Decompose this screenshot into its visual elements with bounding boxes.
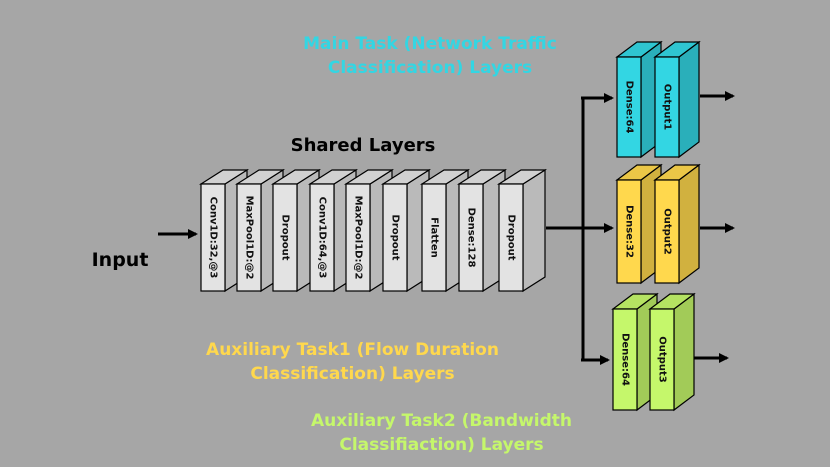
shared-layer-8-front-face [458,183,484,292]
connectors [158,91,735,365]
head-2-layer-2-side-face [678,163,700,285]
shared-layers-title: Shared Layers [290,135,436,156]
shared-layer-6-front-face [382,183,408,292]
shared-layer-9-side-face [522,168,546,293]
head-2-layer-1-front-face [616,179,642,284]
aux-task2-caption-line2: Classifiaction) Layers [339,435,544,455]
head-1-layer-1-label: Dense:64 [624,81,635,134]
shared-layer-2-label: MaxPool1D:@2 [244,196,255,280]
shared-layer-4-label: Conv1D:64,@3 [317,197,328,279]
head-2-layer-2: Output2 [653,163,701,285]
shared-layer-7-label: Flatten [429,217,440,257]
aux-task2-caption: Auxiliary Task2 (Bandwidth Classifiactio… [284,409,599,457]
head-3-layer-1-front-face [612,308,638,411]
head-1-layer-2: Output1 [653,40,701,159]
main-task-caption-line1: Main Task (Network Traffic [303,34,557,54]
head-3-layer-2-side-face [673,292,695,412]
aux-task1-caption-line2: Classification) Layers [250,364,455,384]
input-label: Input [91,249,149,271]
shared-layer-8-label: Dense:128 [466,208,477,268]
head-2-layer-2-front-face [654,179,680,284]
head-3-layer-1: Dense:64 [611,292,659,412]
head-2-layer-2-label: Output2 [662,208,673,254]
shared-layer-3-front-face [272,183,298,292]
aux-task1-caption: Auxiliary Task1 (Flow Duration Classific… [180,338,525,386]
shared-layer-6-label: Dropout [390,214,401,260]
head-1-layer-2-front-face [654,56,680,158]
aux-task1-caption-line1: Auxiliary Task1 (Flow Duration [206,340,499,360]
shared-layer-1-label: Conv1D:32,@3 [208,197,219,279]
shared-layer-4-front-face [309,183,335,292]
shared-layer-2-front-face [236,183,262,292]
shared-layer-8: Dense:128 [456,168,508,293]
shared-layer-9-front-face [498,183,524,292]
head-3-layer-2: Output3 [648,292,696,412]
head-1-layer-2-label: Output1 [662,84,673,130]
shared-layer-7-front-face [421,183,447,292]
head-3-layer-1-label: Dense:64 [620,333,631,386]
head-1-layer-2-side-face [678,40,700,159]
main-task-caption: Main Task (Network Traffic Classificatio… [260,32,600,80]
head-2-layer-1-label: Dense:32 [624,205,635,258]
shared-layers: Conv1D:32,@3 MaxPool1D:@2 Dropout Conv1D:64… [198,168,548,293]
shared-layer-3: Dropout [270,168,322,293]
main-task-caption-line2: Classification) Layers [327,58,533,78]
shared-layer-1-front-face [200,183,226,292]
head-3-layer-2-front-face [649,308,675,411]
head-3-layer-2-label: Output3 [657,336,668,382]
shared-layer-5-label: MaxPool1D:@2 [353,196,364,280]
shared-layer-9-label: Dropout [506,214,517,260]
aux-task2-caption-line1: Auxiliary Task2 (Bandwidth [310,411,572,431]
shared-layer-5-front-face [345,183,371,292]
head-1-layer-1-front-face [616,56,642,158]
shared-layer-3-label: Dropout [280,214,291,260]
shared-layer-9: Dropout [496,168,548,293]
